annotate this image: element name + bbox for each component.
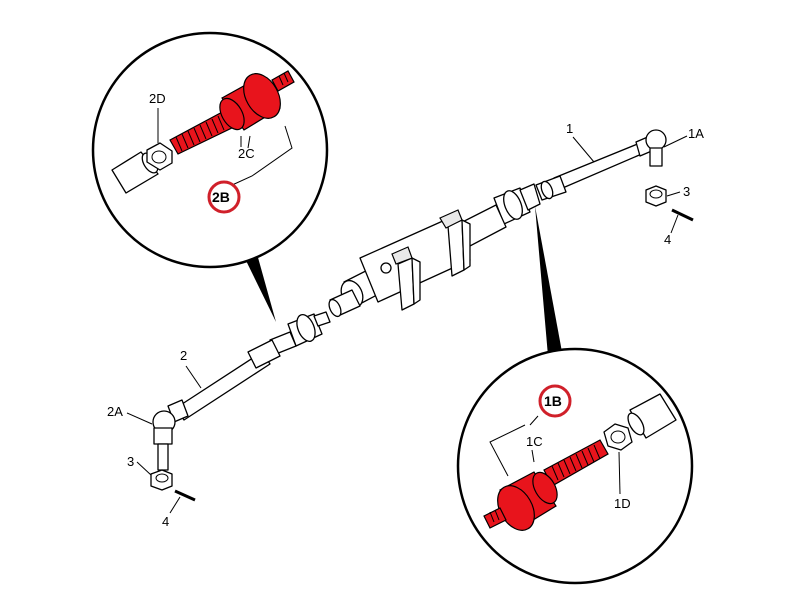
mount-clamp-left — [397, 257, 415, 311]
tie-rod-1 — [535, 142, 645, 201]
label-2a: 2A — [107, 404, 123, 419]
ball-joint-1a — [635, 129, 667, 167]
label-2d: 2D — [149, 91, 166, 106]
inner-joint-left — [269, 311, 331, 355]
label-1: 1 — [566, 121, 573, 136]
callout-ring-2b — [207, 180, 241, 214]
detail-pointer-right — [535, 206, 562, 356]
label-2: 2 — [180, 348, 187, 363]
label-1d: 1D — [614, 496, 631, 511]
label-2c: 2C — [238, 146, 255, 161]
nut-3-left — [150, 469, 173, 491]
label-4-left: 4 — [162, 514, 169, 529]
rack-housing — [328, 204, 507, 318]
split-pin-4-right — [671, 208, 694, 222]
main-assembly: 1 1A 3 4 2 2A 3 4 — [107, 121, 704, 529]
label-1a: 1A — [688, 126, 704, 141]
tie-rod-stub-right — [627, 393, 677, 439]
label-1b: 1B — [544, 393, 562, 409]
detail-view-right: 1B 1C 1D — [456, 206, 694, 585]
callout-ring-1b — [538, 384, 572, 418]
split-pin-4-left — [174, 489, 196, 502]
ball-joint-2a — [152, 399, 189, 471]
label-2b: 2B — [212, 189, 230, 205]
label-1c: 1C — [526, 434, 543, 449]
label-3-left: 3 — [127, 454, 134, 469]
detail-view-left: 2D 2C 2B — [91, 31, 329, 322]
inner-joint-thread-1b — [483, 439, 609, 531]
boot-right — [493, 183, 541, 225]
tie-rod-2 — [175, 339, 281, 421]
label-3-right: 3 — [683, 184, 690, 199]
detail-circle-left — [91, 31, 329, 269]
inner-joint-thread-2b — [169, 70, 295, 155]
label-4-right: 4 — [664, 232, 671, 247]
lock-nut-2d — [146, 142, 173, 171]
nut-3-right — [645, 185, 667, 207]
lock-nut-1d — [603, 423, 633, 451]
